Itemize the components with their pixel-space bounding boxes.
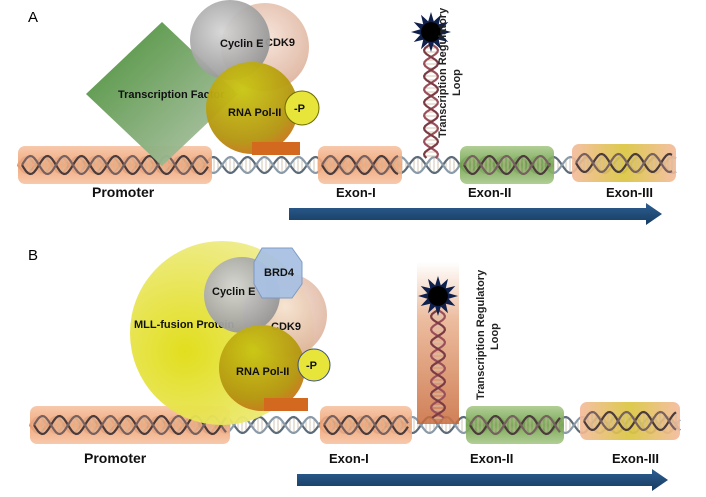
cdk9-label: CDK9: [265, 37, 295, 49]
brd4-shape: [253, 247, 303, 299]
mll-fusion-protein-label: MLL-fusion Protein: [134, 319, 234, 331]
loop-label-line2: Loop: [489, 323, 501, 350]
rna-pol-ii-label: RNA Pol-II: [228, 107, 281, 119]
exon-1-label: Exon-I: [336, 185, 376, 200]
dna-helix-overlay: [21, 152, 673, 176]
rna-pol-ii-shape: [219, 325, 305, 411]
exon-3-label: Exon-III: [612, 451, 659, 466]
rna-pol-ii-label: RNA Pol-II: [236, 366, 289, 378]
cyclin-e-label: Cyclin E: [212, 286, 255, 298]
phospho-shape: [284, 90, 320, 126]
exon-2-label: Exon-II: [468, 185, 511, 200]
loop-label: Transcription Regulatory: [437, 7, 449, 138]
phospho-shape: [297, 348, 331, 382]
transcription-arrow: [289, 203, 662, 225]
exon-2-segment: [466, 406, 564, 444]
exon-2-segment: [460, 146, 554, 184]
exon-1-segment: [320, 406, 412, 444]
rna-pol-ii-shape: [206, 62, 298, 154]
rna-pol-ii-base: [264, 398, 308, 411]
panel-letter: A: [28, 9, 38, 26]
exon-2-label: Exon-II: [470, 451, 513, 466]
exon-3-segment: [580, 402, 680, 440]
panel-a: A Transcription Regulatory Loop Transcri…: [17, 0, 677, 225]
star-icon: [418, 276, 458, 316]
cyclin-e-shape: [190, 0, 270, 80]
transcription-arrow: [297, 469, 668, 491]
star-icon: [411, 12, 451, 52]
cyclin-e-label: Cyclin E: [220, 38, 263, 50]
promoter-segment: [18, 146, 212, 184]
phospho-label: -P: [306, 360, 317, 372]
exon-3-label: Exon-III: [606, 185, 653, 200]
exon-1-label: Exon-I: [329, 451, 369, 466]
phospho-label: -P: [294, 103, 305, 115]
panel-letter: B: [28, 247, 38, 264]
transcription-regulatory-loop: [429, 309, 447, 419]
brd4-label: BRD4: [264, 267, 295, 279]
dna-helix-overlay: [33, 410, 677, 436]
promoter-label: Promoter: [84, 450, 147, 466]
transcription-factor-label: Transcription Factor: [118, 89, 225, 101]
rna-pol-ii-base: [252, 142, 300, 155]
promoter-label: Promoter: [92, 184, 155, 200]
transcription-regulatory-loop: [422, 43, 440, 159]
loop-label: Transcription Regulatory: [475, 269, 487, 400]
panel-b: B Transcription Regulatory Loop MLL-fusi…: [28, 241, 681, 491]
loop-label-line2: Loop: [451, 69, 463, 96]
